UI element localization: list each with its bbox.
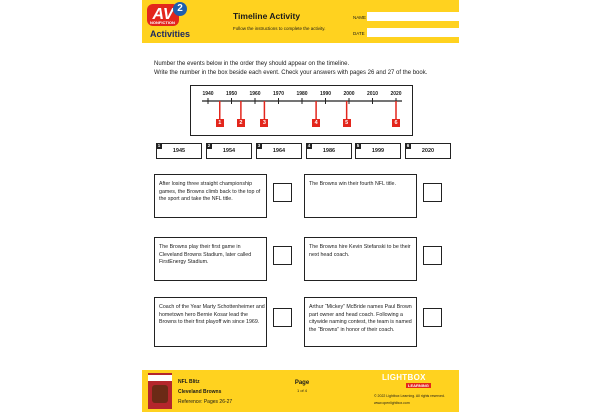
event-card: The Browns hire Kevin Stefanski to be th… [304,237,417,281]
footer-book-title: Cleveland Browns [178,389,221,395]
year-box-year: 1964 [257,148,301,154]
date-field[interactable] [367,28,469,37]
instructions-line-2: Write the number in the box beside each … [154,69,454,78]
year-box-year: 1986 [307,148,351,154]
answer-box[interactable] [273,246,292,265]
logo-superscript: 2 [173,2,187,16]
footer-page-label: Page [292,380,312,386]
timeline-marker: 5 [343,119,351,127]
year-box-year: 2020 [406,148,450,154]
activities-label: Activities [150,29,190,39]
lightbox-logo: LIGHTBOX LEARNING [382,373,426,382]
year-box-year: 1954 [207,148,251,154]
answer-box[interactable] [423,246,442,265]
event-card: Arthur “Mickey” McBride names Paul Brown… [304,297,417,347]
timeline-graphic: 1940 1950 1960 1970 1980 1990 2000 2010 2020 [191,86,412,135]
event-text: Coach of the Year Marty Schottenheimer a… [159,304,265,327]
timeline-tick-label: 1950 [226,91,237,97]
event-card: The Browns play their first game in Clev… [154,237,267,281]
date-label: DATE [353,31,365,36]
footer-website: www.openlightbox.com [374,401,410,405]
timeline-tick-label: 2020 [390,91,401,97]
timeline-box: 1940 1950 1960 1970 1980 1990 2000 2010 2020 1 2 3… [190,85,413,136]
timeline-tick-label: 1940 [202,91,213,97]
timeline-marker: 2 [237,119,245,127]
page-subtitle: Follow the instructions to complete the … [233,26,325,31]
worksheet-page: AV 2 NONFICTION Activities Timeline Acti… [142,0,459,412]
lightbox-word: LIGHTBOX [382,373,426,382]
timeline-tick-label: 1960 [249,91,260,97]
timeline-marker: 4 [312,119,320,127]
page-title: Timeline Activity [233,11,300,21]
event-text: The Browns hire Kevin Stefanski to be th… [309,244,415,259]
name-label: NAME [353,15,366,20]
answer-box[interactable] [423,308,442,327]
event-card: Coach of the Year Marty Schottenheimer a… [154,297,267,347]
name-field[interactable] [367,12,469,21]
timeline-tick-label: 1980 [296,91,307,97]
event-text: The Browns play their first game in Clev… [159,244,265,267]
event-text: After losing three straight championship… [159,181,265,204]
timeline-tick-label: 2010 [367,91,378,97]
year-box-year: 1945 [157,148,201,154]
year-box-year: 1999 [356,148,400,154]
answer-box[interactable] [423,183,442,202]
footer-series: NFL Blitz [178,379,200,385]
timeline-marker: 6 [392,119,400,127]
answer-box[interactable] [273,183,292,202]
instructions-line-1: Number the events below in the order the… [154,60,454,69]
answer-box[interactable] [273,308,292,327]
footer-page-of: 1 of 4 [292,388,312,393]
timeline-marker: 1 [216,119,224,127]
event-card: The Browns win their fourth NFL title. [304,174,417,218]
event-card: After losing three straight championship… [154,174,267,218]
event-text: Arthur “Mickey” McBride names Paul Brown… [309,304,415,334]
footer-copyright: © 2022 Lightbox Learning. All rights res… [374,394,445,398]
header-bar: AV 2 NONFICTION Activities Timeline Acti… [142,0,459,43]
book-cover-image [148,373,172,409]
timeline-marker: 3 [260,119,268,127]
instructions: Number the events below in the order the… [154,60,454,77]
timeline-tick-label: 1990 [320,91,331,97]
av2-logo: AV 2 NONFICTION [147,4,191,28]
timeline-tick-label: 1970 [273,91,284,97]
timeline-tick-label: 2000 [343,91,354,97]
lightbox-learning: LEARNING [406,383,431,388]
logo-sub: NONFICTION [150,20,175,25]
footer-bar: NFL Blitz Cleveland Browns Reference: Pa… [142,370,459,412]
event-text: The Browns win their fourth NFL title. [309,181,415,189]
footer-reference: Reference: Pages 26-27 [178,399,232,405]
